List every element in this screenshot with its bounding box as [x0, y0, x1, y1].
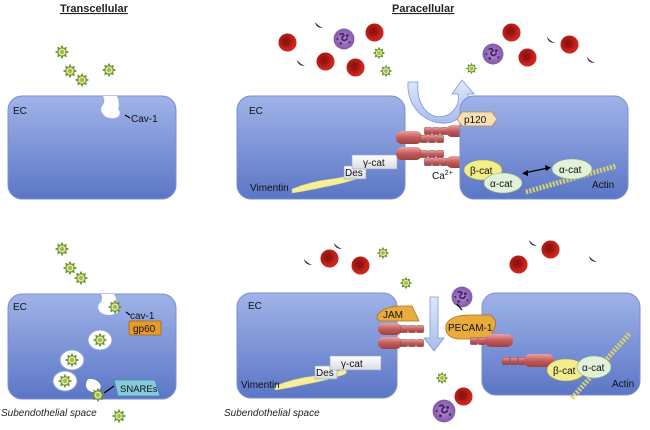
endothelial-cell	[7, 95, 177, 200]
cav1-label: Cav-1	[131, 114, 158, 125]
alpha-cat-label: α-cat	[559, 165, 582, 176]
gp60-box	[128, 320, 162, 336]
albumin-icon	[376, 246, 390, 260]
vesicle-icon	[60, 350, 84, 370]
gamma-cat-box	[351, 154, 398, 170]
albumin-icon	[73, 270, 89, 286]
subendothelial-label: Subendothelial space	[1, 408, 97, 419]
platelet-icon	[334, 243, 342, 249]
albumin-icon	[379, 64, 393, 78]
platelet-icon	[587, 57, 595, 63]
rbc-icon	[278, 33, 297, 52]
alpha-cat-oval	[576, 355, 612, 379]
rbc-icon	[541, 240, 560, 259]
curved-arrow-icon	[407, 79, 475, 124]
albumin-icon	[101, 62, 117, 78]
rbc-icon	[518, 48, 537, 67]
platelet-icon	[529, 240, 537, 246]
gp60-label: gp60	[133, 324, 156, 335]
albumin-icon	[54, 44, 70, 60]
albumin-icon	[372, 46, 386, 60]
neutrophil-icon	[333, 28, 355, 50]
platelet-icon	[589, 256, 597, 262]
albumin-icon	[54, 241, 70, 257]
actin-label: Actin	[592, 180, 614, 191]
beta-cat-label: β-cat	[470, 166, 493, 177]
albumin-icon	[74, 72, 90, 88]
rbc-icon	[365, 23, 384, 42]
actin-label: Actin	[612, 379, 634, 390]
albumin-icon	[399, 276, 413, 290]
neutrophil-icon	[451, 286, 473, 308]
neutrophil-icon	[482, 43, 504, 65]
rbc-icon	[320, 249, 339, 268]
gamma-cat-label: γ-cat	[341, 359, 363, 370]
rbc-icon	[346, 58, 365, 77]
jam-box	[376, 305, 420, 322]
rbc-icon	[454, 387, 473, 406]
platelet-icon	[547, 37, 555, 43]
pecam-box	[445, 314, 496, 340]
calcium-label: Ca2+	[432, 170, 453, 182]
cav1-label: cav-1	[130, 311, 155, 322]
title-paracellular: Paracellular	[392, 3, 455, 15]
vesicle-icon	[88, 330, 112, 350]
gamma-cat-label: γ-cat	[363, 158, 385, 169]
subendothelial-label: Subendothelial space	[224, 408, 320, 419]
beta-cat-label: β-cat	[553, 366, 576, 377]
albumin-icon	[435, 371, 449, 385]
platelet-icon	[304, 259, 312, 265]
p120-box	[456, 111, 498, 127]
rbc-icon	[502, 23, 521, 42]
neutrophil-icon	[432, 399, 456, 423]
rbc-icon	[509, 255, 528, 274]
fusion-vesicle-icon	[86, 378, 101, 393]
paracellular-top-panel: EC Vimentin Des γ-cat Ca2+ p120 β-cat	[236, 22, 629, 200]
transcellular-bottom-panel: EC cav-1 gp60 SNAREs Subendothelial spac…	[1, 241, 177, 424]
vesicle-icon	[53, 371, 77, 391]
albumin-icon	[62, 260, 78, 276]
jam-label: JAM	[383, 310, 403, 321]
alpha-cat-oval	[551, 158, 593, 180]
albumin-icon	[62, 63, 78, 79]
snares-label: SNAREs	[120, 384, 158, 395]
ec-label: EC	[13, 302, 27, 313]
paracellular-bottom-panel: EC Vimentin Des γ-cat JAM PECAM-1 β-cat	[224, 240, 641, 423]
ec-label: EC	[249, 106, 263, 117]
rbc-icon	[351, 256, 370, 275]
transcellular-top-panel: EC Cav-1	[7, 44, 177, 200]
title-transcellular: Transcellular	[60, 3, 129, 15]
alpha-cat-label: α-cat	[490, 179, 513, 190]
albumin-icon	[465, 62, 478, 75]
platelet-icon	[315, 22, 323, 28]
rbc-icon	[316, 52, 335, 71]
alpha-cat-oval	[483, 172, 523, 194]
ec-label: EC	[13, 106, 27, 117]
ve-cadherin-complex	[396, 125, 470, 168]
rbc-icon	[560, 35, 579, 54]
snares-box	[113, 379, 161, 397]
des-label: Des	[316, 368, 334, 379]
vimentin-label: Vimentin	[250, 183, 289, 194]
alpha-cat-label: α-cat	[582, 363, 605, 374]
caveola-icon	[101, 96, 120, 119]
ec-label: EC	[248, 301, 262, 312]
down-arrow-icon	[423, 296, 445, 352]
des-label: Des	[345, 168, 363, 179]
albumin-icon	[111, 408, 127, 424]
gamma-cat-box	[329, 355, 382, 371]
platelet-icon	[297, 60, 305, 66]
vimentin-label: Vimentin	[241, 380, 280, 391]
pecam-label: PECAM-1	[448, 323, 493, 334]
p120-label: p120	[464, 115, 487, 126]
